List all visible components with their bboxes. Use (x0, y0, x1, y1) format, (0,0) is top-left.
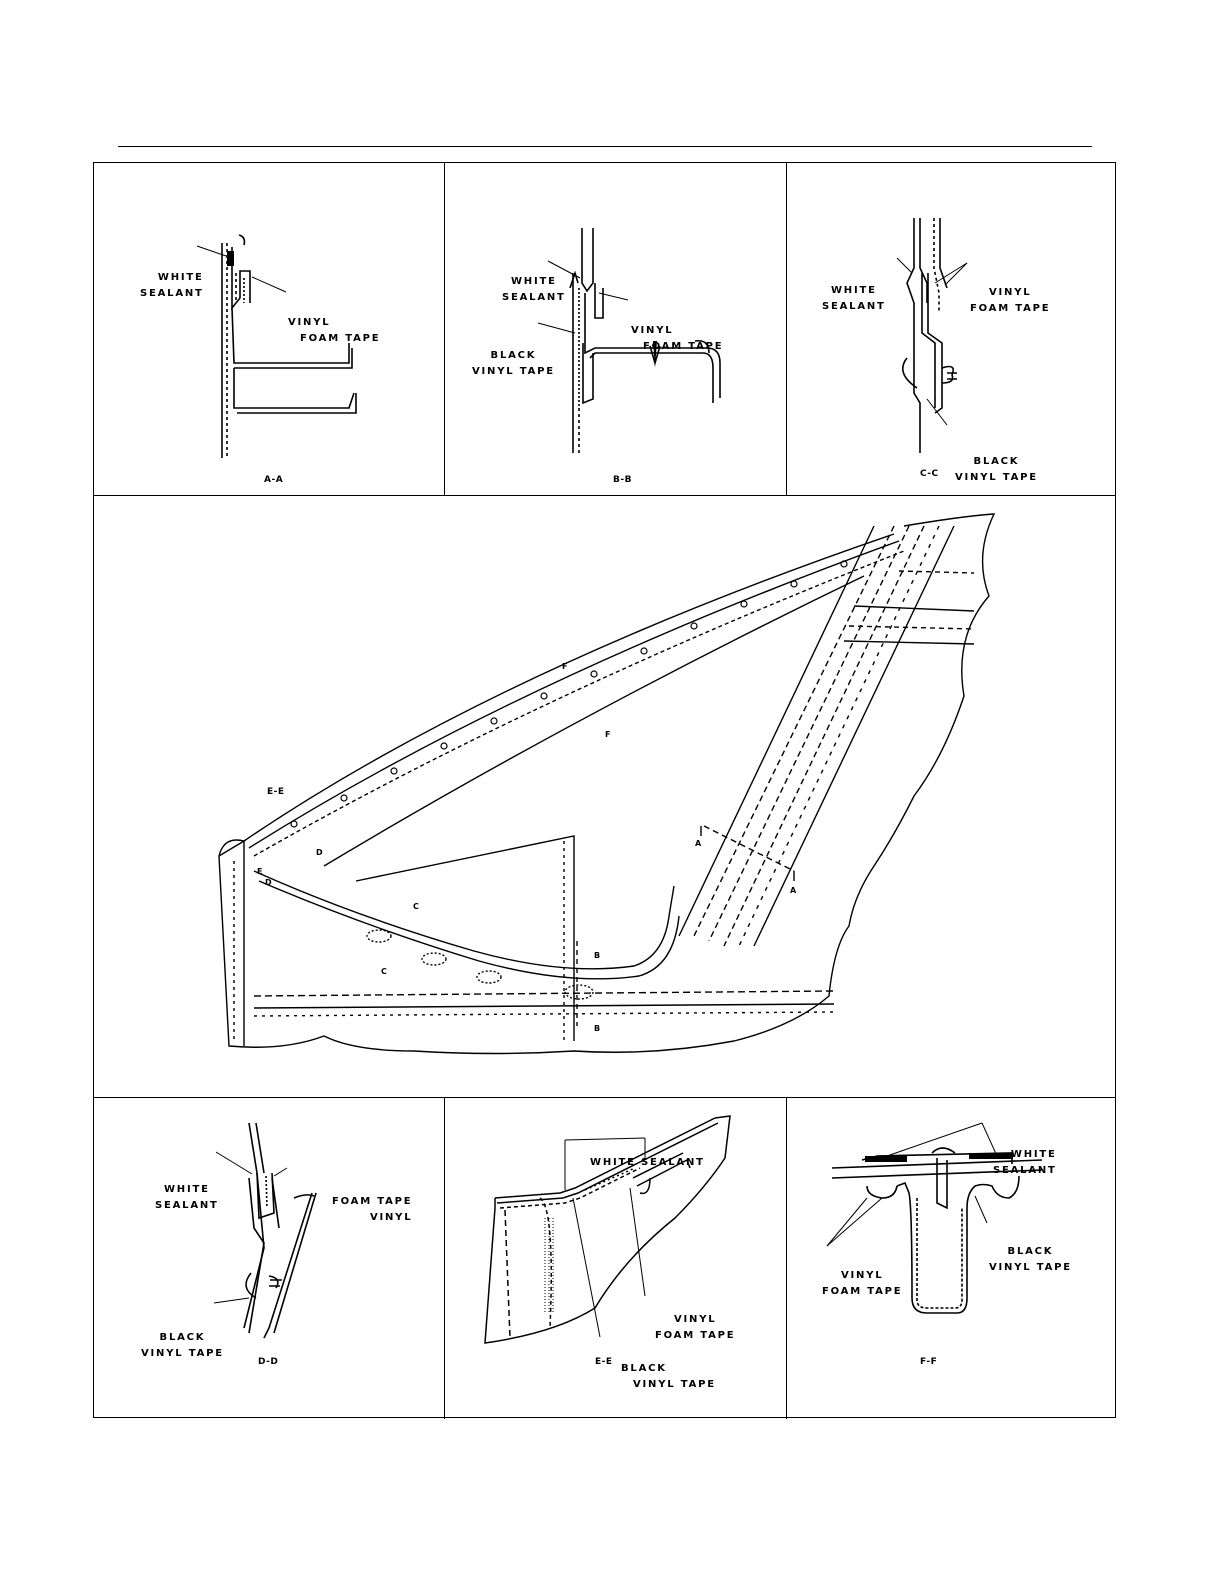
marker-c-upper: C (413, 902, 419, 911)
marker-a-left: A (695, 839, 702, 848)
section-f-f-drawing (826, 1122, 1043, 1314)
section-e-e-drawing (484, 1115, 731, 1344)
main-assembly-drawing (218, 513, 996, 1055)
section-d-d-drawing (213, 1122, 317, 1339)
section-b-b-drawing (537, 228, 721, 453)
marker-c-lower: C (381, 967, 387, 976)
marker-b-upper: B (594, 951, 601, 960)
marker-a-right: A (790, 886, 797, 895)
section-c-c-drawing (896, 218, 968, 453)
section-a-a-drawing (196, 234, 357, 458)
ee-white-sealant-label: WHITE SEALANT (590, 1157, 705, 1168)
marker-d-upper: D (316, 848, 323, 857)
ee-caption: E-E (595, 1357, 613, 1367)
aa-caption: A-A (264, 475, 284, 485)
marker-b-lower: B (594, 1024, 601, 1033)
ff-caption: F-F (920, 1357, 938, 1367)
main-assembly-view: F F A A B B C C D D E E-E (94, 496, 1115, 1098)
bb-caption: B-B (613, 475, 632, 485)
cc-caption: C-C (920, 469, 939, 479)
marker-f-upper: F (562, 662, 568, 671)
dd-caption: D-D (258, 1357, 279, 1367)
marker-d-lower: D (265, 878, 272, 887)
sealant-bead (227, 251, 234, 266)
marker-e: E (257, 867, 263, 876)
main-caption: E-E (267, 787, 285, 797)
marker-f-lower: F (605, 730, 611, 739)
header-rule (118, 146, 1092, 147)
